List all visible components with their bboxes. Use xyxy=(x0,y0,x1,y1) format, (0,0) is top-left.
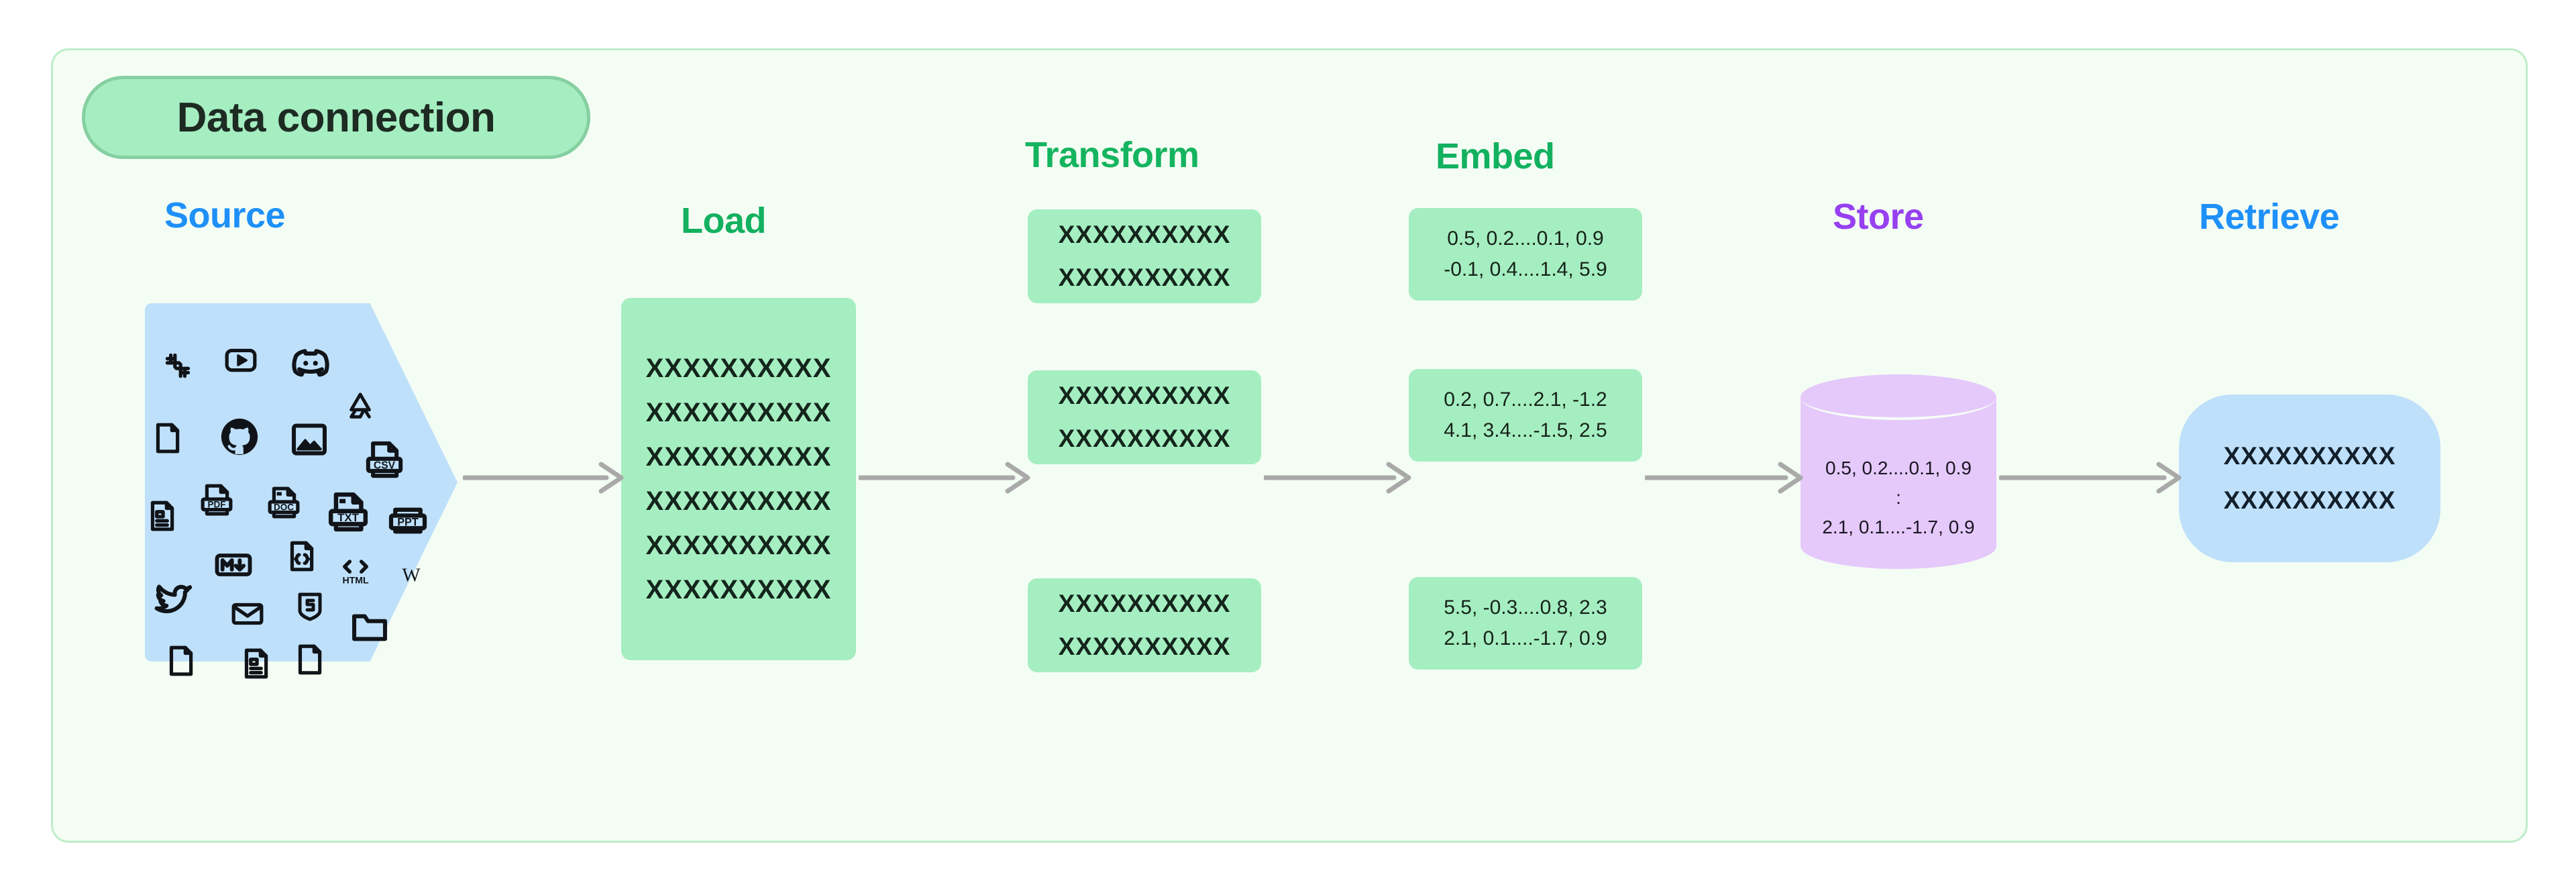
embed-vector-row: 4.1, 3.4....-1.5, 2.5 xyxy=(1444,419,1607,441)
code-file-icon xyxy=(284,539,318,573)
markdown-icon xyxy=(215,546,252,584)
file-lines-icon xyxy=(239,647,272,680)
data-connection-panel xyxy=(51,48,2528,843)
transform-text-row: XXXXXXXXXX xyxy=(1058,633,1231,660)
svg-text:W: W xyxy=(402,565,421,586)
txt-file-icon: TXT xyxy=(327,491,369,533)
embed-vector-row: 2.1, 0.1....-1.7, 0.9 xyxy=(1444,627,1607,649)
arrow-load-to-transform xyxy=(859,458,1030,498)
doc-file-icon: DOC xyxy=(267,486,301,519)
file-lines-icon xyxy=(145,499,178,533)
store-vector-row: : xyxy=(1896,487,1901,508)
svg-text:DOC: DOC xyxy=(274,502,294,512)
store-vector-text: 0.5, 0.2....0.1, 0.9: 2.1, 0.1....-1.7, 0… xyxy=(1801,454,1996,542)
data-connection-title-pill: Data connection xyxy=(82,76,590,159)
folder-icon xyxy=(350,607,389,645)
source-icon-grid: CSV PDF DOC TXT PPT HTML W xyxy=(145,303,458,679)
stage-label-load: Load xyxy=(681,201,767,241)
load-node: XXXXXXXXXX XXXXXXXXXX XXXXXXXXXX XXXXXXXXXX… xyxy=(621,298,856,660)
load-text-row: XXXXXXXXXX xyxy=(645,575,832,605)
embed-vector-row: 5.5, -0.3....0.8, 2.3 xyxy=(1444,596,1607,619)
twitter-icon xyxy=(154,578,193,617)
arrow-embed-to-store xyxy=(1645,458,1803,498)
transform-text-row: XXXXXXXXXX xyxy=(1058,590,1231,617)
stage-label-embed: Embed xyxy=(1436,136,1555,176)
transform-node: XXXXXXXXXX XXXXXXXXXX xyxy=(1028,578,1261,672)
source-node: CSV PDF DOC TXT PPT HTML W xyxy=(145,303,458,679)
embed-vector-row: 0.2, 0.7....2.1, -1.2 xyxy=(1444,388,1607,411)
stage-label-transform: Transform xyxy=(1025,135,1199,175)
svg-text:TXT: TXT xyxy=(337,511,359,524)
load-text-row: XXXXXXXXXX xyxy=(645,531,832,560)
retrieve-text-row: XXXXXXXXXX xyxy=(2223,486,2396,514)
page-title: Data connection xyxy=(176,94,496,141)
ppt-file-icon: PPT xyxy=(388,501,428,541)
embed-node: 0.2, 0.7....2.1, -1.2 4.1, 3.4....-1.5, 2… xyxy=(1409,369,1642,462)
svg-text:PPT: PPT xyxy=(397,517,419,529)
file-blank-icon xyxy=(292,643,326,676)
file-blank-icon xyxy=(164,644,197,678)
slack-icon xyxy=(161,349,195,382)
transform-text-row: XXXXXXXXXX xyxy=(1058,221,1231,248)
svg-text:HTML: HTML xyxy=(342,575,368,586)
arrow-source-to-load xyxy=(463,458,624,498)
transform-node: XXXXXXXXXX XXXXXXXXXX xyxy=(1028,209,1261,303)
stage-label-source: Source xyxy=(164,195,286,235)
arrow-transform-to-embed xyxy=(1264,458,1411,498)
image-icon xyxy=(290,420,329,459)
youtube-icon xyxy=(224,344,258,377)
store-vector-row: 0.5, 0.2....0.1, 0.9 xyxy=(1825,458,1972,478)
embed-node: 0.5, 0.2....0.1, 0.9 -0.1, 0.4....1.4, 5.… xyxy=(1409,208,1642,301)
cylinder-body xyxy=(1801,397,1996,569)
html-icon: HTML xyxy=(338,553,373,588)
svg-text:CSV: CSV xyxy=(374,460,396,471)
store-node: 0.5, 0.2....0.1, 0.9: 2.1, 0.1....-1.7, 0… xyxy=(1801,374,1996,582)
transform-text-row: XXXXXXXXXX xyxy=(1058,425,1231,452)
embed-vector-row: 0.5, 0.2....0.1, 0.9 xyxy=(1447,227,1604,250)
retrieve-text-row: XXXXXXXXXX xyxy=(2223,442,2396,470)
svg-text:PDF: PDF xyxy=(207,499,225,509)
load-text-row: XXXXXXXXXX xyxy=(645,398,832,427)
load-text-row: XXXXXXXXXX xyxy=(645,486,832,516)
store-vector-row: 2.1, 0.1....-1.7, 0.9 xyxy=(1822,517,1975,537)
csv-file-icon: CSV xyxy=(365,440,404,479)
wikipedia-icon: W xyxy=(396,560,427,590)
embed-node: 5.5, -0.3....0.8, 2.3 2.1, 0.1....-1.7, 0… xyxy=(1409,577,1642,670)
arrow-store-to-retrieve xyxy=(1999,458,2182,498)
css3-icon xyxy=(294,590,326,623)
stage-label-store: Store xyxy=(1833,197,1924,237)
discord-icon xyxy=(291,342,330,381)
transform-node: XXXXXXXXXX XXXXXXXXXX xyxy=(1028,370,1261,464)
load-text-row: XXXXXXXXXX xyxy=(645,442,832,472)
transform-text-row: XXXXXXXXXX xyxy=(1058,382,1231,409)
github-icon xyxy=(219,416,260,458)
pdf-file-icon: PDF xyxy=(200,483,233,517)
embed-vector-row: -0.1, 0.4....1.4, 5.9 xyxy=(1444,258,1607,280)
stage-label-retrieve: Retrieve xyxy=(2199,197,2340,237)
retrieve-node: XXXXXXXXXX XXXXXXXXXX xyxy=(2179,395,2440,562)
transform-text-row: XXXXXXXXXX xyxy=(1058,264,1231,291)
file-blank-icon xyxy=(150,421,184,455)
email-icon xyxy=(231,597,264,631)
google-drive-icon xyxy=(345,390,376,421)
load-text-row: XXXXXXXXXX xyxy=(645,354,832,383)
cylinder-top-ellipse xyxy=(1801,374,1996,420)
